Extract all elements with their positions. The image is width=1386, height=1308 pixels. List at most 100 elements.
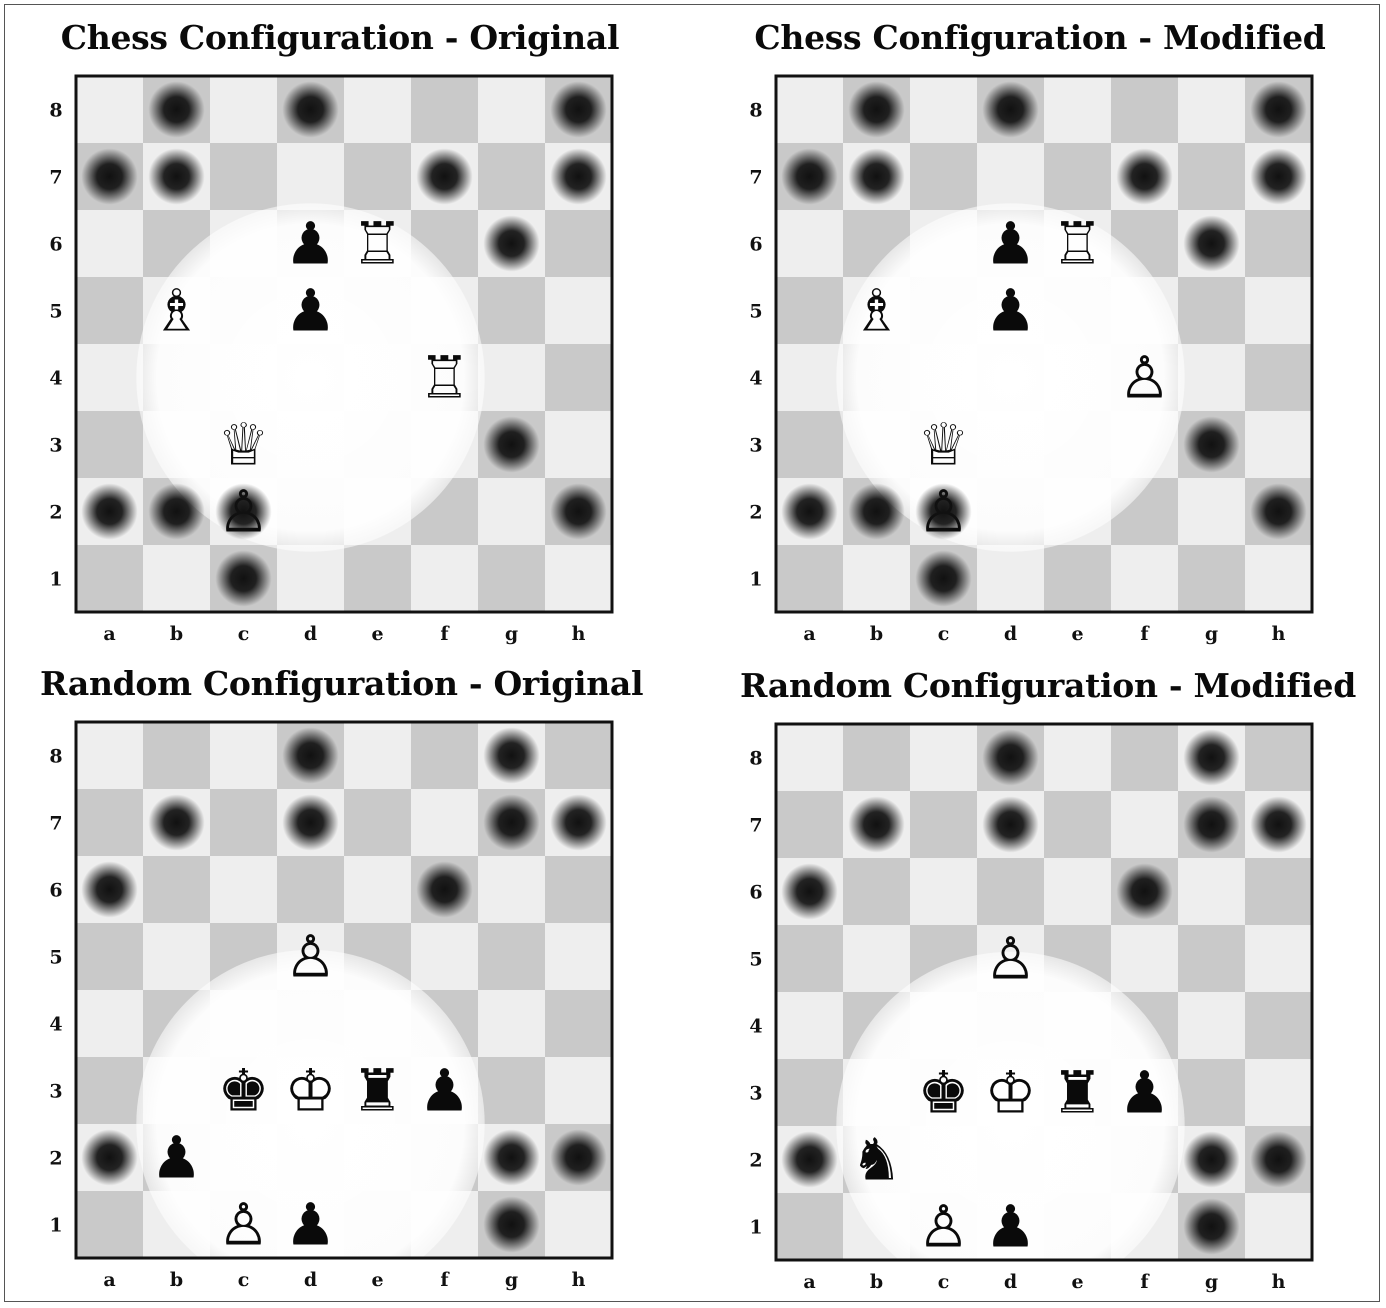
dark-blob-icon [550, 1129, 606, 1185]
file-labels: abcdefgh [103, 623, 585, 645]
square-a5 [76, 277, 143, 344]
square-c7 [910, 143, 977, 210]
square-a4 [76, 990, 143, 1057]
square-c7 [210, 789, 277, 856]
panel-title: Chess Configuration - Original [40, 18, 640, 58]
square-h3 [1245, 1059, 1312, 1126]
rank-label-7: 7 [749, 167, 762, 189]
file-label-d: d [304, 623, 317, 645]
square-c8 [210, 722, 277, 789]
square-d1 [277, 545, 344, 612]
square-e7 [1044, 791, 1111, 858]
square-g1 [478, 545, 545, 612]
square-a5 [76, 923, 143, 990]
dark-blob-icon [1183, 416, 1239, 472]
file-label-g: g [1205, 623, 1218, 645]
square-f1 [411, 545, 478, 612]
dark-blob-icon [781, 148, 837, 204]
dark-blob-icon [781, 863, 837, 919]
square-d7 [977, 143, 1044, 210]
rank-label-8: 8 [49, 100, 62, 122]
square-g3 [478, 1057, 545, 1124]
square-g7 [478, 143, 545, 210]
file-label-h: h [572, 623, 586, 645]
file-label-f: f [1140, 1271, 1150, 1293]
black-pawn-icon: ♟ [285, 277, 337, 345]
white-bishop-icon: ♗ [151, 277, 203, 345]
black-pawn-icon: ♟ [985, 277, 1037, 345]
dark-blob-icon [1183, 729, 1239, 785]
dark-blob-icon [550, 81, 606, 137]
file-label-c: c [938, 623, 950, 645]
rank-label-1: 1 [749, 1217, 762, 1239]
file-label-e: e [1071, 1271, 1083, 1293]
rank-label-4: 4 [49, 368, 62, 390]
rank-label-7: 7 [49, 813, 62, 835]
panel-title: Chess Configuration - Modified [740, 18, 1340, 58]
square-b5 [143, 923, 210, 990]
white-pawn-icon: ♙ [918, 1193, 970, 1261]
rank-label-4: 4 [749, 1016, 762, 1038]
dark-blob-icon [1183, 1131, 1239, 1187]
square-g1 [1178, 545, 1245, 612]
square-a1 [776, 1193, 843, 1260]
black-pawn-icon: ♟ [1119, 1059, 1171, 1127]
dark-blob-icon [1116, 863, 1172, 919]
rank-labels: 87654321 [49, 746, 62, 1237]
dark-blob-icon [81, 483, 137, 539]
dark-blob-icon [148, 81, 204, 137]
square-c8 [910, 724, 977, 791]
square-e8 [1044, 76, 1111, 143]
rank-label-6: 6 [749, 234, 762, 256]
dark-blob-icon [550, 794, 606, 850]
dark-blob-icon [848, 81, 904, 137]
square-e7 [344, 143, 411, 210]
file-label-g: g [1205, 1271, 1218, 1293]
square-g3 [1178, 1059, 1245, 1126]
file-label-a: a [103, 1269, 115, 1291]
file-label-b: b [870, 1271, 883, 1293]
rank-label-6: 6 [49, 234, 62, 256]
square-a1 [76, 545, 143, 612]
square-b6 [143, 856, 210, 923]
square-a8 [776, 76, 843, 143]
square-a5 [776, 925, 843, 992]
square-g2 [478, 478, 545, 545]
white-bishop-icon: ♗ [851, 277, 903, 345]
file-label-c: c [238, 1269, 250, 1291]
white-pawn-icon: ♙ [218, 1191, 270, 1259]
white-pawn-icon: ♙ [985, 925, 1037, 993]
rank-label-6: 6 [749, 882, 762, 904]
dark-blob-icon [1183, 796, 1239, 852]
rank-label-7: 7 [749, 815, 762, 837]
square-h4 [1245, 344, 1312, 411]
rank-label-2: 2 [749, 502, 762, 524]
square-a3 [76, 1057, 143, 1124]
rank-label-3: 3 [49, 435, 62, 457]
rank-label-2: 2 [49, 1148, 62, 1170]
dark-blob-icon [416, 148, 472, 204]
square-a4 [776, 992, 843, 1059]
square-e6 [344, 856, 411, 923]
dark-blob-icon [915, 550, 971, 606]
dark-blob-icon [215, 483, 271, 539]
square-e6 [1044, 858, 1111, 925]
square-b1 [843, 545, 910, 612]
rank-label-7: 7 [49, 167, 62, 189]
square-a4 [76, 344, 143, 411]
square-e7 [344, 789, 411, 856]
rank-label-5: 5 [749, 301, 762, 323]
dark-blob-icon [848, 483, 904, 539]
dark-blob-icon [215, 550, 271, 606]
dark-blob-icon [915, 483, 971, 539]
black-pawn-icon: ♟ [419, 1057, 471, 1125]
dark-blob-icon [781, 483, 837, 539]
file-labels: abcdefgh [803, 1271, 1285, 1293]
square-h3 [545, 411, 612, 478]
square-h8 [1245, 724, 1312, 791]
square-e8 [344, 722, 411, 789]
panel-random-modified: Random Configuration - Modified ♙♚♔♜♟♞♙♟… [740, 666, 1340, 1306]
file-label-a: a [103, 623, 115, 645]
